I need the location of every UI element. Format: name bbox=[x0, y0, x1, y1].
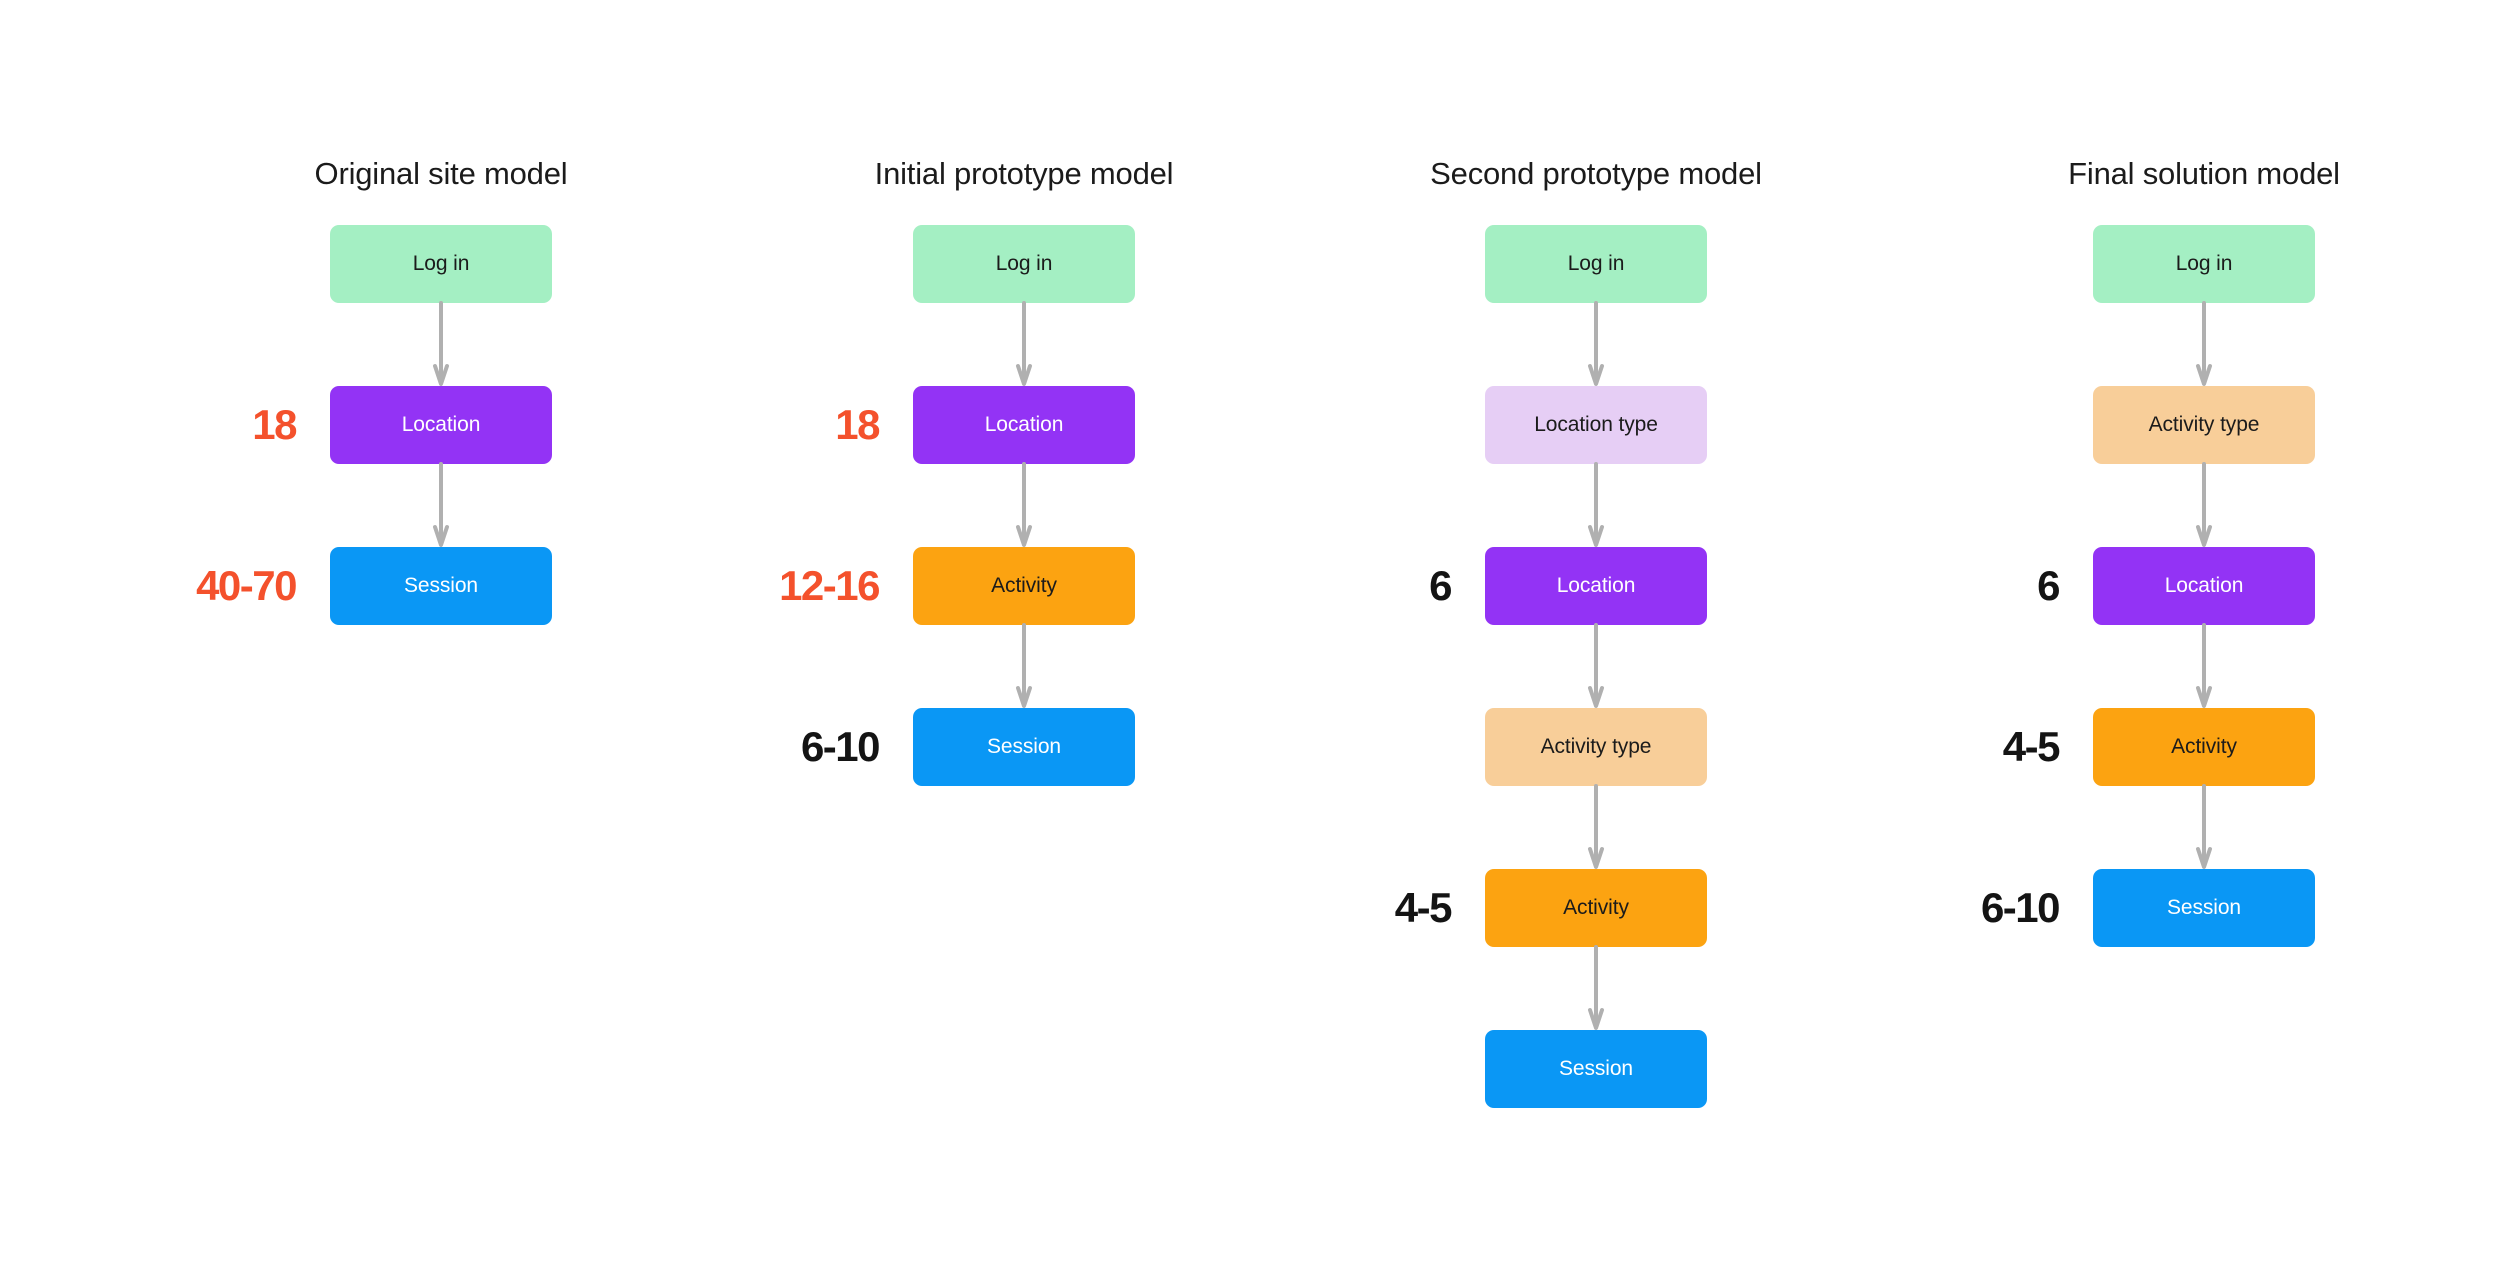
flow-node-location[interactable]: Location bbox=[913, 386, 1135, 464]
flow-arrow-down-icon bbox=[1588, 784, 1604, 869]
flow-node-activity[interactable]: Activity bbox=[913, 547, 1135, 625]
flow-arrow-down-icon bbox=[2196, 784, 2212, 869]
flow-node-log-in[interactable]: Log in bbox=[330, 225, 552, 303]
flow-node-activity[interactable]: Activity bbox=[2093, 708, 2315, 786]
flow-node-label: Log in bbox=[1567, 252, 1625, 275]
flow-node-label: Session bbox=[1558, 1057, 1633, 1080]
column-title: Second prototype model bbox=[1430, 156, 1762, 191]
flow-node-log-in[interactable]: Log in bbox=[1485, 225, 1707, 303]
step-count-badge: 6 bbox=[2037, 562, 2060, 609]
flow-node-label: Activity bbox=[991, 574, 1057, 597]
flow-arrow-down-icon bbox=[2196, 623, 2212, 708]
flow-node-log-in[interactable]: Log in bbox=[913, 225, 1135, 303]
column-title: Original site model bbox=[314, 156, 568, 191]
flow-arrow-down-icon bbox=[1016, 462, 1032, 547]
flow-node-label: Log in bbox=[2175, 252, 2233, 275]
flow-arrow-down-icon bbox=[433, 462, 449, 547]
flow-arrow-down-icon bbox=[1588, 945, 1604, 1030]
step-count-badge: 6-10 bbox=[800, 723, 881, 770]
step-count-badge: 18 bbox=[835, 401, 880, 448]
flow-node-label: Session bbox=[986, 735, 1061, 758]
flow-node-label: Location bbox=[984, 413, 1064, 436]
flow-node-label: Log in bbox=[412, 252, 470, 275]
flow-arrow-down-icon bbox=[1588, 623, 1604, 708]
flow-node-session[interactable]: Session bbox=[1485, 1030, 1707, 1108]
flow-arrow-down-icon bbox=[2196, 301, 2212, 386]
flow-arrow-down-icon bbox=[1016, 301, 1032, 386]
flow-node-log-in[interactable]: Log in bbox=[2093, 225, 2315, 303]
column-title: Final solution model bbox=[2068, 156, 2340, 191]
step-count-badge: 18 bbox=[252, 401, 297, 448]
flow-node-label: Location bbox=[401, 413, 481, 436]
flow-node-label: Activity bbox=[1563, 896, 1629, 919]
flow-node-session[interactable]: Session bbox=[913, 708, 1135, 786]
flow-node-label: Activity type bbox=[1540, 735, 1652, 758]
flow-node-label: Session bbox=[2166, 896, 2241, 919]
flow-arrow-down-icon bbox=[1588, 462, 1604, 547]
flow-node-label: Activity type bbox=[2148, 413, 2260, 436]
flow-node-location[interactable]: Location bbox=[1485, 547, 1707, 625]
flow-arrow-down-icon bbox=[433, 301, 449, 386]
step-count-badge: 4-5 bbox=[2002, 723, 2061, 770]
flow-node-location-type[interactable]: Location type bbox=[1485, 386, 1707, 464]
flow-node-location[interactable]: Location bbox=[330, 386, 552, 464]
flow-node-label: Location bbox=[1556, 574, 1636, 597]
step-count-badge: 6-10 bbox=[1980, 884, 2061, 931]
flow-arrow-down-icon bbox=[1016, 623, 1032, 708]
flow-node-label: Location type bbox=[1534, 413, 1658, 436]
flow-node-session[interactable]: Session bbox=[2093, 869, 2315, 947]
flow-node-label: Activity bbox=[2171, 735, 2237, 758]
flow-node-label: Location bbox=[2164, 574, 2244, 597]
column-title: Initial prototype model bbox=[874, 156, 1174, 191]
flow-node-label: Log in bbox=[995, 252, 1053, 275]
step-count-badge: 4-5 bbox=[1394, 884, 1453, 931]
flow-node-session[interactable]: Session bbox=[330, 547, 552, 625]
flow-node-label: Session bbox=[403, 574, 478, 597]
step-count-badge: 6 bbox=[1429, 562, 1452, 609]
flow-node-activity-type[interactable]: Activity type bbox=[2093, 386, 2315, 464]
step-count-badge: 40-70 bbox=[196, 562, 297, 609]
flow-arrow-down-icon bbox=[2196, 462, 2212, 547]
flow-node-location[interactable]: Location bbox=[2093, 547, 2315, 625]
flow-arrow-down-icon bbox=[1588, 301, 1604, 386]
flow-node-activity-type[interactable]: Activity type bbox=[1485, 708, 1707, 786]
step-count-badge: 12-16 bbox=[779, 562, 880, 609]
flow-node-activity[interactable]: Activity bbox=[1485, 869, 1707, 947]
